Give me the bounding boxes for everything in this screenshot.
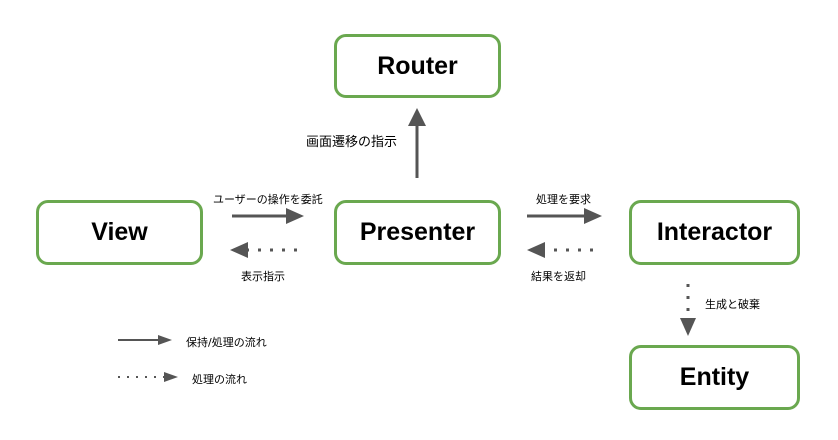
legend-solid-label: 保持/処理の流れ bbox=[186, 336, 267, 349]
arrow-interactor-to-entity bbox=[680, 284, 696, 336]
legend-solid-arrow bbox=[118, 335, 172, 345]
arrow-presenter-to-interactor bbox=[527, 208, 602, 224]
arrow-presenter-to-view bbox=[230, 242, 300, 258]
node-router: Router bbox=[334, 34, 501, 98]
label-view-to-presenter: ユーザーの操作を委託 bbox=[213, 193, 323, 206]
node-entity: Entity bbox=[629, 345, 800, 410]
node-view: View bbox=[36, 200, 203, 265]
arrow-view-to-presenter bbox=[232, 208, 304, 224]
node-presenter: Presenter bbox=[334, 200, 501, 265]
arrow-presenter-to-router bbox=[408, 108, 426, 178]
label-presenter-to-interactor: 処理を要求 bbox=[536, 193, 591, 206]
label-interactor-to-presenter: 結果を返却 bbox=[531, 270, 586, 283]
node-interactor: Interactor bbox=[629, 200, 800, 265]
legend-dotted-arrow bbox=[118, 372, 178, 382]
legend-dotted-label: 処理の流れ bbox=[192, 373, 247, 386]
label-interactor-to-entity: 生成と破棄 bbox=[705, 298, 760, 311]
label-presenter-to-view: 表示指示 bbox=[241, 270, 285, 283]
arrow-interactor-to-presenter bbox=[527, 242, 598, 258]
label-presenter-to-router: 画面遷移の指示 bbox=[306, 135, 398, 150]
